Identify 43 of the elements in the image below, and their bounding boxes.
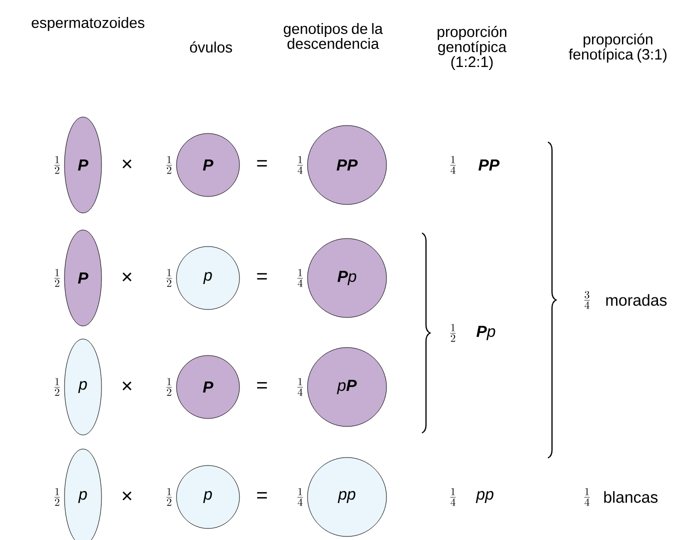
equals-sign: =	[257, 492, 267, 499]
fraction: $\frac{1}{2}$	[166, 378, 172, 396]
times-sign: ×	[122, 272, 132, 282]
fraction: $\frac{1}{2}$	[450, 324, 456, 342]
column-heading: espermatozoides	[32, 17, 144, 31]
column-heading: proporción fenotípica (3:1)	[568, 33, 666, 63]
fraction: $\frac{1}{4}$	[297, 488, 303, 506]
equals-sign: =	[257, 382, 267, 389]
egg-cell: P	[176, 133, 240, 197]
fraction: $\frac{1}{2}$	[54, 156, 60, 174]
sperm-cell: p	[64, 338, 102, 436]
phenotype-label: moradas	[606, 294, 667, 306]
genotype-label: Pp	[476, 326, 496, 340]
fraction: $\frac{1}{4}$	[297, 156, 303, 174]
fraction: $\frac{1}{2}$	[54, 378, 60, 396]
fraction: $\frac{3}{4}$	[584, 290, 590, 309]
egg-cell: p	[176, 246, 240, 310]
fraction: $\frac{1}{4}$	[297, 378, 303, 396]
fraction: $\frac{1}{4}$	[584, 488, 590, 506]
fraction: $\frac{1}{2}$	[54, 488, 60, 506]
column-heading: proporción genotípica (1:2:1)	[438, 26, 506, 70]
column-heading: óvulos	[190, 41, 232, 53]
times-sign: ×	[122, 159, 132, 168]
fraction: $\frac{1}{4}$	[297, 268, 303, 287]
fraction: $\frac{1}{2}$	[166, 488, 172, 506]
fraction: $\frac{1}{4}$	[450, 156, 456, 174]
phenotype-label: blancas	[604, 491, 658, 503]
genotype-label: PP	[478, 160, 500, 170]
times-sign: ×	[122, 381, 132, 390]
sperm-cell: p	[64, 448, 102, 540]
egg-cell: P	[176, 355, 240, 419]
times-sign: ×	[122, 491, 132, 500]
equals-sign: =	[257, 273, 267, 280]
egg-cell: p	[176, 465, 240, 529]
fraction: $\frac{1}{4}$	[450, 488, 456, 506]
equals-sign: =	[257, 160, 267, 167]
genotype-label: pp	[476, 491, 494, 503]
fraction: $\frac{1}{2}$	[54, 268, 60, 287]
fraction: $\frac{1}{2}$	[166, 268, 172, 287]
fraction: $\frac{1}{2}$	[166, 156, 172, 174]
sperm-cell: P	[64, 116, 102, 214]
sperm-cell: P	[64, 230, 102, 326]
column-heading: genotipos de la descendencia	[284, 23, 383, 49]
